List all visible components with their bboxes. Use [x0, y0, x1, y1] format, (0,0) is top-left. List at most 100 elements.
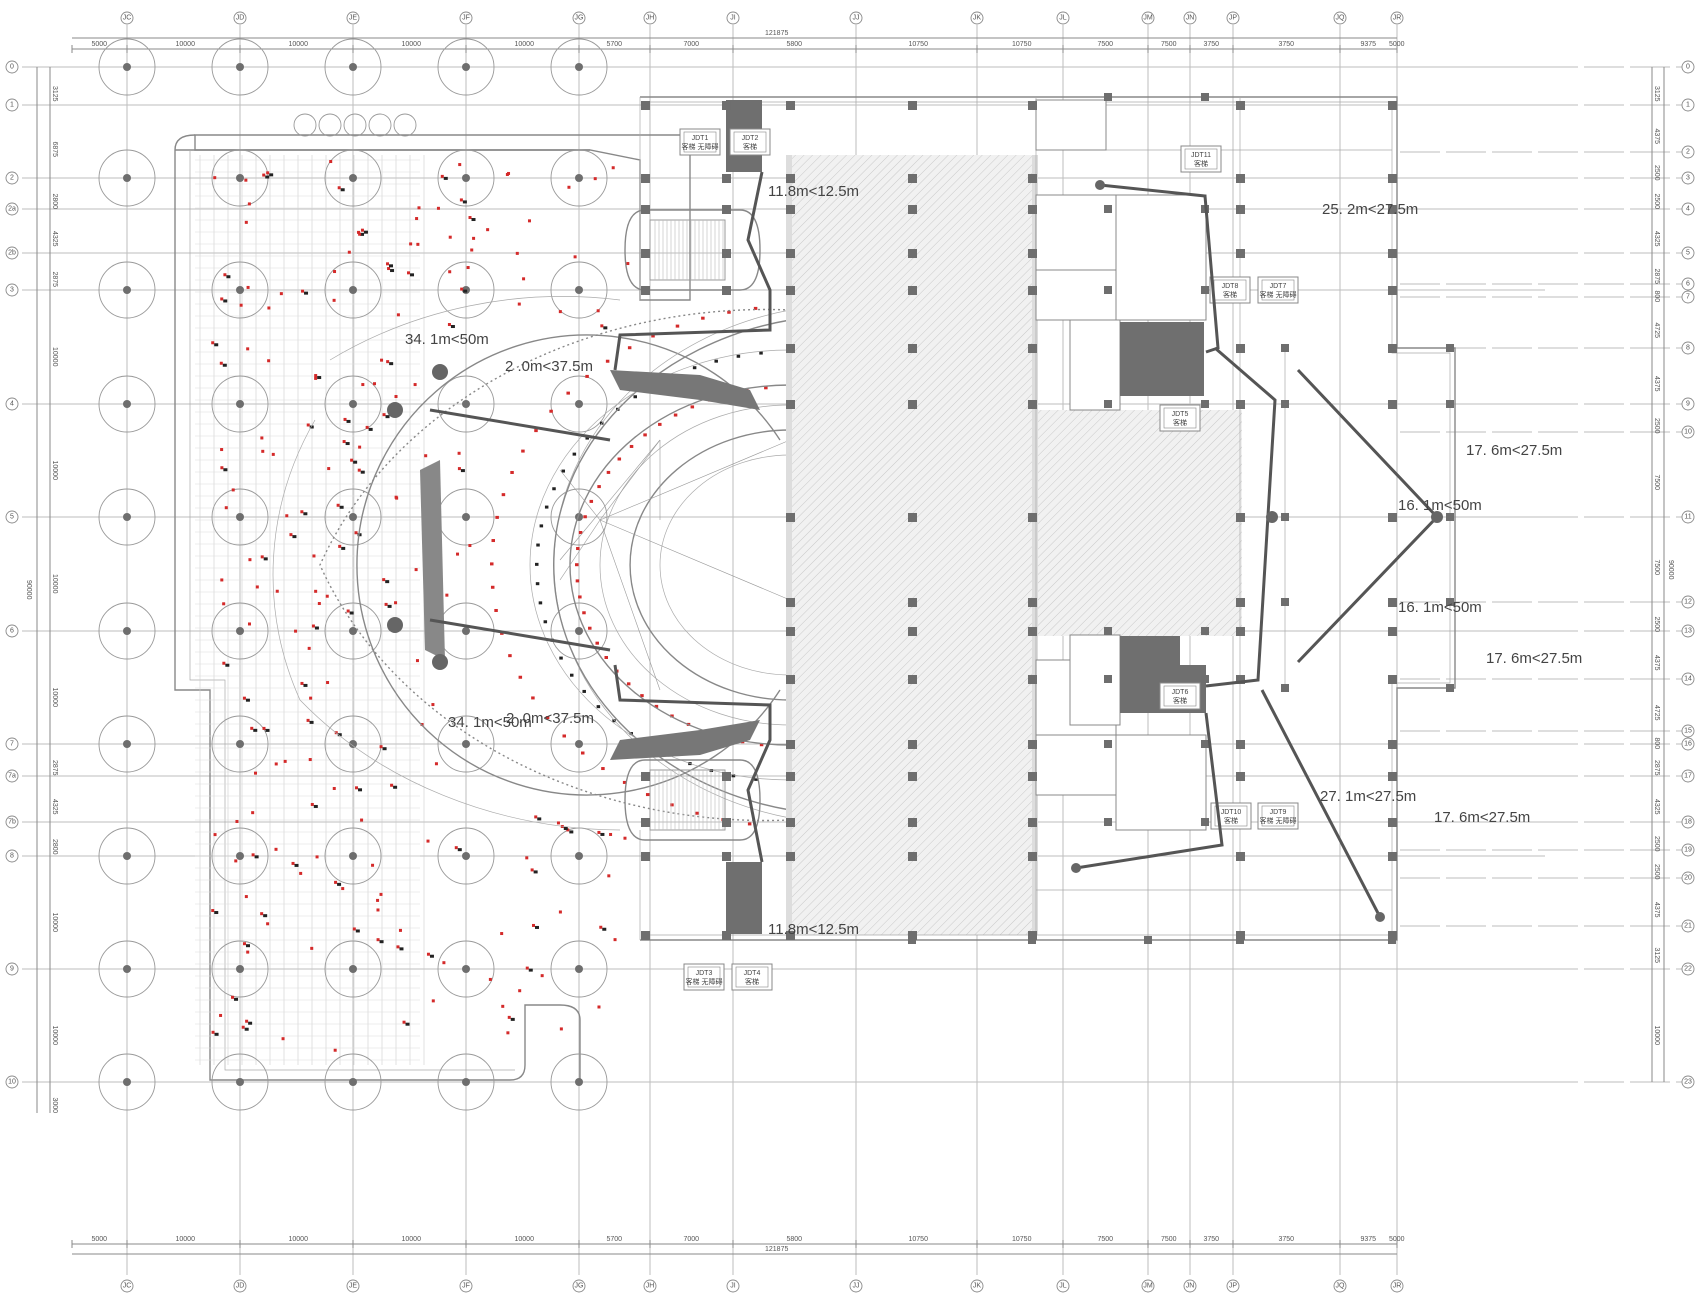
svg-text:23: 23 [1684, 1079, 1692, 1086]
structural-columns [641, 93, 1454, 944]
svg-text:3125: 3125 [1653, 86, 1660, 102]
svg-text:2500: 2500 [1653, 617, 1660, 633]
axis-bubble-right-R7: 7 [1681, 290, 1695, 304]
svg-text:10000: 10000 [402, 1236, 422, 1243]
svg-text:JJ: JJ [853, 1283, 860, 1290]
axis-bubble-left-JY0: 0 [5, 60, 19, 74]
distance-label-route-upper-left: 34. 1m<50m [405, 331, 489, 348]
svg-text:8: 8 [1686, 345, 1690, 352]
axis-bubble-left-JY2b: 2b [5, 246, 19, 260]
svg-text:JK: JK [973, 1283, 982, 1290]
svg-text:JC: JC [123, 1283, 132, 1290]
svg-text:客梯: 客梯 [1173, 696, 1187, 705]
svg-text:JDT11: JDT11 [1191, 152, 1211, 159]
svg-text:1: 1 [1686, 102, 1690, 109]
svg-text:10750: 10750 [1012, 1236, 1032, 1243]
svg-text:5800: 5800 [787, 41, 803, 48]
svg-text:2b: 2b [8, 250, 16, 257]
svg-text:客梯 无障碍: 客梯 无障碍 [1260, 290, 1297, 299]
axis-bubble-JN: JN [1183, 11, 1197, 25]
svg-text:5000: 5000 [1389, 41, 1405, 48]
svg-text:18: 18 [1684, 819, 1692, 826]
axis-bubble-left-JY3: 3 [5, 283, 19, 297]
svg-text:3750: 3750 [1279, 1236, 1295, 1243]
svg-text:10000: 10000 [51, 1026, 58, 1046]
svg-text:JL: JL [1059, 1283, 1067, 1290]
axis-bubble-right-R10: 10 [1681, 425, 1695, 439]
distance-label-route-east-bottom: 27. 1m<27.5m [1320, 788, 1416, 805]
svg-text:JDT5: JDT5 [1172, 411, 1189, 418]
svg-text:JG: JG [575, 1283, 584, 1290]
axis-bubble-JP: JP [1226, 1279, 1240, 1293]
svg-text:10000: 10000 [515, 41, 535, 48]
svg-text:10000: 10000 [1653, 1026, 1660, 1046]
svg-text:21: 21 [1684, 923, 1692, 930]
svg-text:3125: 3125 [1653, 948, 1660, 964]
axis-bubble-JK: JK [970, 11, 984, 25]
axis-bubble-left-JY2: 2 [5, 171, 19, 185]
svg-text:JDT10: JDT10 [1221, 809, 1242, 816]
svg-text:3750: 3750 [1204, 41, 1220, 48]
axis-bubble-left-JY7b: 7b [5, 815, 19, 829]
svg-text:客梯: 客梯 [1194, 159, 1208, 168]
svg-text:4725: 4725 [1653, 705, 1660, 721]
svg-text:4: 4 [1686, 206, 1690, 213]
svg-text:3000: 3000 [51, 1098, 58, 1114]
distance-label-route-annex-top: 17. 6m<27.5m [1466, 442, 1562, 459]
axis-bubble-left-JY1: 1 [5, 98, 19, 112]
svg-text:4325: 4325 [51, 231, 58, 247]
svg-text:10000: 10000 [176, 41, 196, 48]
axis-bubble-right-R9: 9 [1681, 397, 1695, 411]
svg-text:2: 2 [1686, 149, 1690, 156]
svg-text:7: 7 [1686, 294, 1690, 301]
svg-text:2500: 2500 [1653, 194, 1660, 210]
axis-bubble-right-R14: 14 [1681, 672, 1695, 686]
svg-text:800: 800 [1653, 738, 1660, 750]
svg-text:10000: 10000 [51, 574, 58, 594]
svg-text:3: 3 [1686, 175, 1690, 182]
svg-text:6: 6 [10, 628, 14, 635]
svg-text:121875: 121875 [765, 30, 788, 37]
axis-bubble-JE: JE [346, 11, 360, 25]
axis-bubble-JP: JP [1226, 11, 1240, 25]
axis-bubble-left-JY5: 5 [5, 510, 19, 524]
svg-text:10000: 10000 [51, 913, 58, 933]
svg-text:JP: JP [1229, 15, 1238, 22]
svg-text:9: 9 [1686, 401, 1690, 408]
svg-text:10000: 10000 [51, 347, 58, 367]
axis-bubble-JQ: JQ [1333, 1279, 1347, 1293]
sprinkler-markers [211, 160, 768, 1052]
svg-text:JDT3: JDT3 [696, 970, 713, 977]
svg-text:7: 7 [10, 741, 14, 748]
axis-bubble-right-R21: 21 [1681, 919, 1695, 933]
svg-text:客梯: 客梯 [745, 977, 759, 986]
svg-text:5: 5 [10, 514, 14, 521]
svg-text:90000: 90000 [1667, 560, 1674, 580]
axis-bubble-right-R12: 12 [1681, 595, 1695, 609]
svg-text:2875: 2875 [51, 272, 58, 288]
svg-text:JDT9: JDT9 [1270, 809, 1287, 816]
axis-bubble-right-R15: 15 [1681, 724, 1695, 738]
svg-text:10000: 10000 [176, 1236, 196, 1243]
svg-text:11: 11 [1684, 514, 1691, 521]
svg-text:JN: JN [1186, 15, 1195, 22]
outdoor-plaza [98, 38, 768, 1111]
axis-bubble-right-R22: 22 [1681, 962, 1695, 976]
svg-text:10000: 10000 [515, 1236, 535, 1243]
axis-bubble-right-R11: 11 [1681, 510, 1695, 524]
svg-text:4725: 4725 [1653, 323, 1660, 339]
axis-bubble-JH: JH [643, 1279, 657, 1293]
svg-text:4375: 4375 [1653, 129, 1660, 145]
distance-label-route-annex-bottom: 17. 6m<27.5m [1434, 809, 1530, 826]
svg-text:7500: 7500 [1653, 560, 1660, 576]
svg-text:JF: JF [462, 15, 470, 22]
svg-text:17: 17 [1684, 773, 1692, 780]
svg-text:JE: JE [349, 15, 358, 22]
svg-text:JI: JI [730, 15, 736, 22]
svg-text:JDT1: JDT1 [692, 135, 709, 142]
east-rooms [1035, 99, 1207, 831]
svg-text:JD: JD [236, 1283, 245, 1290]
